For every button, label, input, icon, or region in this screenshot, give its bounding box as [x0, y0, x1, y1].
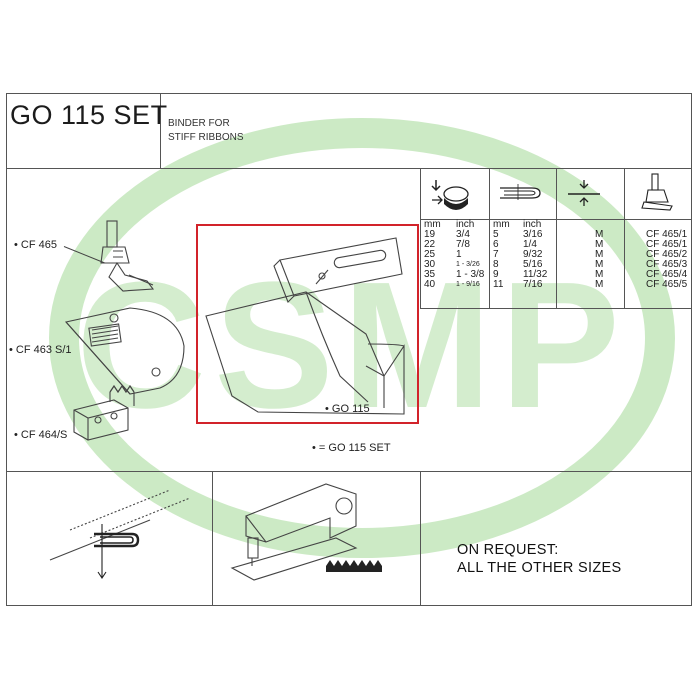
page-subtitle: BINDER FOR STIFF RIBBONS — [168, 117, 244, 145]
spec-left-border — [420, 168, 421, 308]
footer-divider-left — [212, 471, 213, 606]
header-divider — [6, 168, 692, 169]
spec-table: mm inch mm inch 19 3/4 5 3/16 M CF 465/1… — [424, 220, 687, 290]
sewing-machine-drawing — [230, 483, 382, 581]
subtitle-line-2: STIFF RIBBONS — [168, 132, 244, 143]
set-legend: • = GO 115 SET — [312, 442, 391, 454]
highlight-box — [196, 224, 419, 424]
on-request-line-2: ALL THE OTHER SIZES — [457, 560, 622, 576]
spec-col-divider-1 — [489, 168, 490, 308]
table-row: 22 7/8 6 1/4 M CF 465/1 — [424, 239, 688, 250]
presser-foot-drawing — [100, 220, 155, 292]
subtitle-line-1: BINDER FOR — [168, 118, 230, 129]
binder-drawing — [205, 237, 405, 415]
title-divider — [160, 93, 161, 168]
footer-divider-right — [420, 471, 421, 606]
part-label-cf465: • CF 465 — [14, 239, 57, 251]
spec-header-row: mm inch mm inch — [424, 220, 687, 230]
on-request-note: ON REQUEST: ALL THE OTHER SIZES — [457, 541, 621, 577]
binding-diagram — [49, 490, 191, 579]
watermark-text: CSMP — [76, 245, 628, 446]
spec-col-divider-2 — [556, 168, 557, 308]
part-label-cf463: • CF 463 S/1 — [9, 344, 72, 356]
presser-foot-icon — [641, 173, 673, 211]
header-mm-1: mm — [424, 219, 441, 230]
table-row: 40 1 - 9/16 11 7/16 M CF 465/5 — [424, 279, 688, 290]
table-row: 35 1 - 3/8 9 11/32 M CF 465/4 — [424, 269, 688, 280]
header-inch-1: inch — [456, 219, 475, 230]
on-request-line-1: ON REQUEST: — [457, 542, 559, 558]
table-row: 19 3/4 5 3/16 M CF 465/1 — [424, 229, 688, 240]
document-frame — [6, 93, 692, 606]
header-inch-2: inch — [523, 219, 542, 230]
feed-dog-drawing — [73, 384, 135, 441]
spec-bottom-border — [420, 308, 692, 309]
table-row: 25 1 7 9/32 M CF 465/2 — [424, 249, 688, 260]
header-mm-2: mm — [493, 219, 510, 230]
footer-divider — [6, 471, 692, 472]
part-label-go115: • GO 115 — [325, 403, 370, 415]
page-title: GO 115 SET — [10, 100, 168, 130]
spec-col-divider-3 — [624, 168, 625, 308]
tape-width-icon — [431, 180, 469, 210]
needle-gauge-icon — [568, 180, 600, 206]
folded-width-icon — [500, 184, 541, 200]
table-row: 30 1 - 3/26 8 5/16 M CF 465/3 — [424, 259, 688, 270]
throat-plate-drawing — [64, 307, 185, 395]
part-label-cf464: • CF 464/S — [14, 429, 68, 441]
